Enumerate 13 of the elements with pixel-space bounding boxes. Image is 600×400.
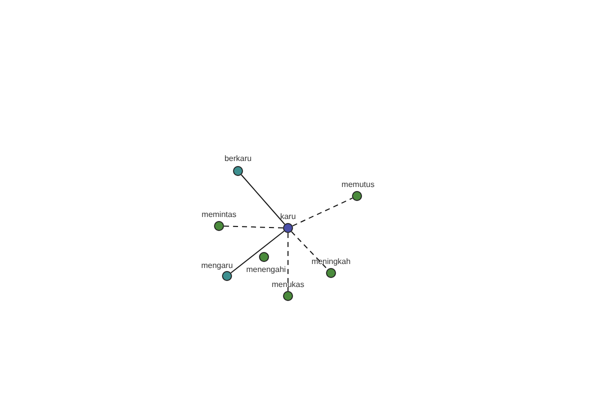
node-label: berkaru	[224, 154, 252, 162]
connector-line	[224, 226, 284, 228]
node-label: memintas	[202, 210, 236, 218]
node-label: memutus	[342, 180, 374, 188]
node-label: menukas	[272, 280, 304, 288]
node-label: mengaru	[201, 260, 233, 270]
connector-line	[230, 230, 285, 274]
node-label: menengahi	[246, 264, 286, 274]
connector-line	[240, 174, 286, 225]
node-label: meningkah	[311, 256, 351, 266]
connector-line	[290, 231, 328, 270]
connector-line	[292, 198, 353, 226]
node-label: karu	[280, 212, 296, 220]
